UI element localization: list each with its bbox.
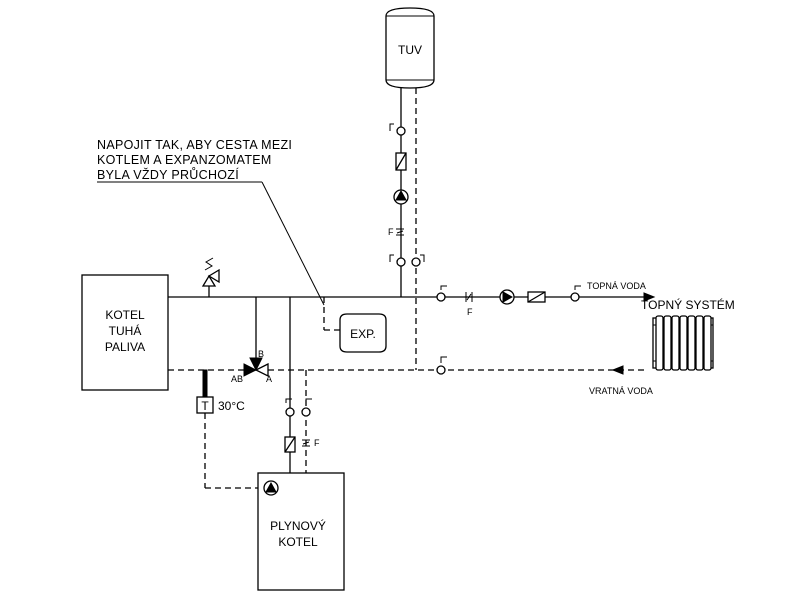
exp-label: EXP. xyxy=(350,327,376,341)
return-pipe xyxy=(168,365,645,375)
thermostat: T 30°C xyxy=(196,369,258,489)
solid-boiler-label-1: KOTEL xyxy=(105,308,145,322)
note-line-2: KOTLEM A EXPANZOMATEM xyxy=(97,153,272,167)
heating-system-label: TOPNÝ SYSTÉM xyxy=(641,297,735,312)
solid-boiler-label-2: TUHÁ xyxy=(109,323,142,338)
safety-valve-icon xyxy=(201,257,220,297)
tuv-filter-label: F xyxy=(388,227,394,237)
return-water-label: VRATNÁ VODA xyxy=(589,386,653,396)
hot-water-tank: TUV xyxy=(385,7,435,89)
note-line-3: BYLA VŽDY PRŮCHOZÍ xyxy=(97,167,239,182)
gas-boiler-supply-pipe xyxy=(284,370,296,473)
thermostat-setpoint: 30°C xyxy=(218,399,245,413)
radiator-icon xyxy=(652,315,714,371)
note-line-1: NAPOJIT TAK, ABY CESTA MEZI xyxy=(97,138,292,152)
thermostat-symbol: T xyxy=(201,399,209,413)
tuv-return-pipe xyxy=(411,88,425,370)
annotation-note: NAPOJIT TAK, ABY CESTA MEZI KOTLEM A EXP… xyxy=(97,138,325,306)
mixing-valve-assembly: B AB A xyxy=(231,297,272,384)
gas-filter-label: F xyxy=(314,438,320,448)
gas-boiler-label-2: KOTEL xyxy=(278,535,318,549)
solid-boiler-label-3: PALIVA xyxy=(105,340,145,354)
gas-boiler: PLYNOVÝ KOTEL xyxy=(257,472,345,591)
tuv-label: TUV xyxy=(398,43,422,57)
supply-outlet-fittings: F xyxy=(436,285,581,317)
tuv-supply-pipe: F xyxy=(388,88,409,297)
supply-water-label: TOPNÁ VODA xyxy=(587,281,646,291)
valve-port-a: A xyxy=(266,374,272,384)
supply-filter-label: F xyxy=(467,307,473,317)
gas-boiler-label-1: PLYNOVÝ xyxy=(270,518,326,533)
return-fittings xyxy=(436,356,447,375)
valve-port-b: B xyxy=(258,349,264,359)
valve-port-ab: AB xyxy=(231,374,243,384)
solid-fuel-boiler: KOTEL TUHÁ PALIVA xyxy=(81,274,169,391)
supply-pipe xyxy=(168,292,656,302)
gas-boiler-return-pipe: F xyxy=(301,370,320,473)
expansion-tank: EXP. xyxy=(323,297,387,353)
